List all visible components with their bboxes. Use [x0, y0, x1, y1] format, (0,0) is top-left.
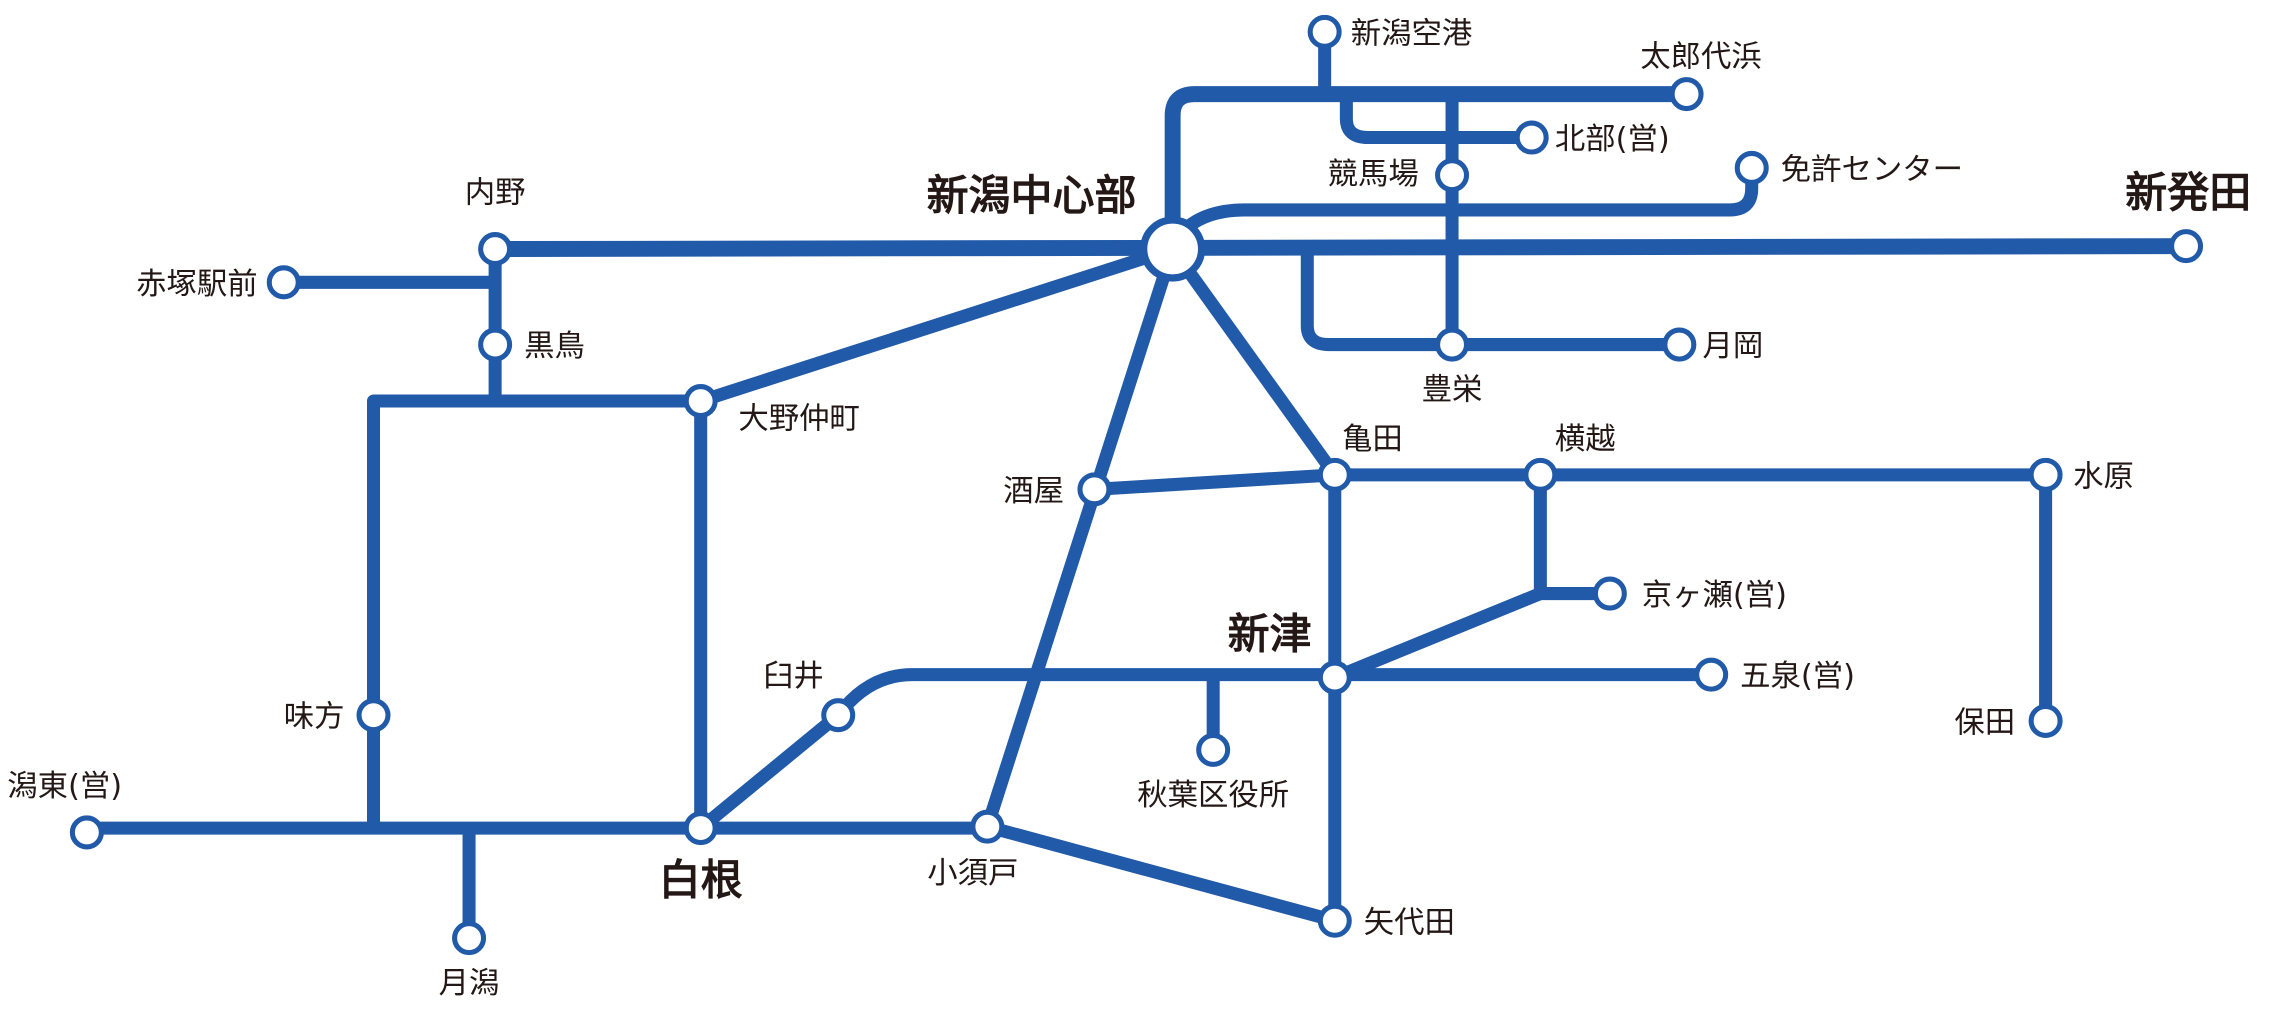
- label-keibajo: 競馬場: [1328, 157, 1419, 192]
- station-gosen[interactable]: [1694, 657, 1729, 692]
- station-yasuda[interactable]: [2028, 703, 2063, 738]
- station-kosudo[interactable]: [970, 809, 1005, 844]
- label-niitsu: 新津: [1228, 610, 1312, 659]
- station-tarodaihama[interactable]: [1669, 77, 1704, 112]
- station-tsukigata[interactable]: [452, 921, 487, 956]
- station-niitsu[interactable]: [1317, 660, 1352, 695]
- station-keibajo[interactable]: [1435, 158, 1470, 193]
- station-akiha[interactable]: [1196, 732, 1231, 767]
- label-shirone: 白根: [659, 856, 743, 905]
- label-yokogoshi: 横越: [1555, 422, 1616, 457]
- label-tsukigata: 月潟: [439, 966, 500, 1001]
- route-lines: [86, 31, 2187, 939]
- station-ono[interactable]: [683, 384, 718, 419]
- station-kurotori[interactable]: [478, 327, 513, 362]
- station-labels: 新潟中心部 新潟空港 太郎代浜 北部(営) 競馬場 免許センター 新発田 豊栄 …: [7, 16, 2251, 1001]
- label-kurotori: 黒鳥: [524, 329, 585, 364]
- label-hokubu: 北部(営): [1555, 122, 1670, 157]
- label-gosen: 五泉(営): [1740, 659, 1855, 694]
- label-toyosaka: 豊栄: [1422, 373, 1483, 408]
- station-kanbara[interactable]: [69, 815, 104, 850]
- station-yashiroda[interactable]: [1317, 903, 1352, 938]
- label-shibata: 新発田: [2125, 168, 2251, 217]
- station-hokubu[interactable]: [1514, 120, 1549, 155]
- station-shibata[interactable]: [2169, 229, 2204, 264]
- label-center: 新潟中心部: [927, 171, 1137, 220]
- station-airport[interactable]: [1307, 14, 1342, 49]
- station-tsukioka[interactable]: [1662, 327, 1697, 362]
- label-ajikata: 味方: [284, 700, 345, 735]
- station-kameda[interactable]: [1317, 457, 1352, 492]
- label-kanbara: 潟東(営): [7, 769, 122, 804]
- label-airport: 新潟空港: [1351, 16, 1473, 51]
- label-sakaya: 酒屋: [1003, 474, 1064, 509]
- station-ajikata[interactable]: [356, 698, 391, 733]
- station-yokogoshi[interactable]: [1523, 457, 1558, 492]
- label-tarodaihama: 太郎代浜: [1640, 40, 1762, 75]
- label-kyogase: 京ヶ瀬(営): [1642, 578, 1787, 613]
- label-menkyo: 免許センター: [1781, 153, 1963, 188]
- label-akiha: 秋葉区役所: [1137, 778, 1289, 813]
- station-akatsuka[interactable]: [266, 265, 301, 300]
- label-yashiroda: 矢代田: [1364, 905, 1455, 940]
- station-kyogase[interactable]: [1592, 576, 1627, 611]
- station-sakaya[interactable]: [1077, 472, 1112, 507]
- station-center[interactable]: [1140, 216, 1206, 282]
- label-yasuda: 保田: [1954, 706, 2015, 741]
- label-uchino: 内野: [465, 176, 526, 211]
- label-tsukioka: 月岡: [1703, 329, 1764, 364]
- label-kameda: 亀田: [1342, 422, 1403, 457]
- label-suibara: 水原: [2073, 459, 2134, 494]
- stations: [69, 14, 2204, 956]
- label-akatsuka: 赤塚駅前: [136, 267, 258, 302]
- station-suibara[interactable]: [2028, 457, 2063, 492]
- station-toyosaka[interactable]: [1435, 327, 1470, 362]
- label-kosudo: 小須戸: [927, 856, 1018, 891]
- label-ono: 大野仲町: [738, 402, 860, 437]
- label-usui: 臼井: [763, 659, 824, 694]
- station-shirone[interactable]: [683, 811, 718, 846]
- station-uchino[interactable]: [478, 232, 513, 267]
- station-usui[interactable]: [821, 698, 856, 733]
- station-menkyo[interactable]: [1734, 150, 1769, 185]
